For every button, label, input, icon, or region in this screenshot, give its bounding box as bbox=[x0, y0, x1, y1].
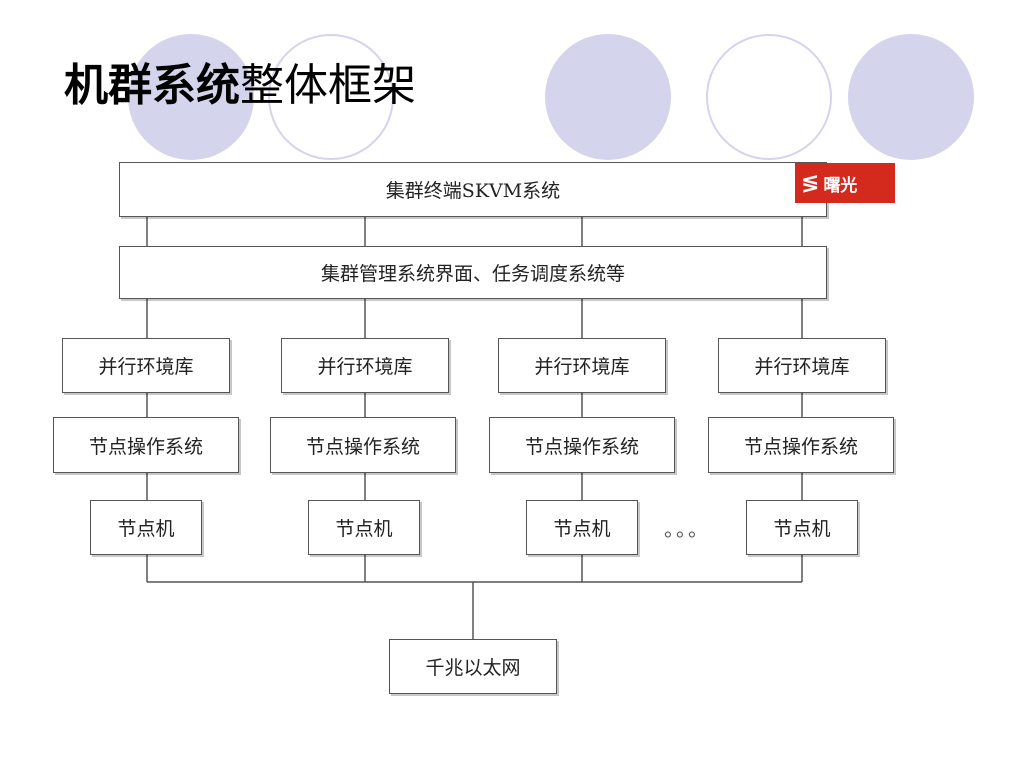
parallel-library-label: 并行环境库 bbox=[534, 356, 630, 378]
gigabit-ethernet-label: 千兆以太网 bbox=[425, 657, 521, 679]
compute-node-label: 节点机 bbox=[117, 518, 175, 540]
node-os-box: 节点操作系统 bbox=[489, 417, 675, 473]
compute-node-label: 节点机 bbox=[553, 518, 611, 540]
compute-node-box: 节点机 bbox=[308, 500, 420, 555]
parallel-library-box: 并行环境库 bbox=[718, 338, 886, 393]
skvm-terminal-box: 集群终端SKVM系统 bbox=[119, 162, 827, 217]
node-os-label: 节点操作系统 bbox=[305, 435, 420, 458]
node-os-box: 节点操作系统 bbox=[53, 417, 239, 473]
decor-circle bbox=[128, 34, 254, 160]
parallel-library-box: 并行环境库 bbox=[281, 338, 449, 393]
parallel-library-label: 并行环境库 bbox=[754, 356, 850, 378]
decor-circle bbox=[706, 34, 832, 160]
compute-node-label: 节点机 bbox=[773, 518, 831, 540]
node-os-box: 节点操作系统 bbox=[270, 417, 456, 473]
decor-circle bbox=[848, 34, 974, 160]
slide-title-bold: 机群系统 bbox=[64, 60, 240, 111]
node-os-label: 节点操作系统 bbox=[524, 435, 639, 458]
slide-title: 机群系统整体框架 bbox=[64, 64, 416, 108]
ellipsis-text: 。。。 bbox=[664, 517, 710, 541]
skvm-terminal-label: 集群终端SKVM系统 bbox=[385, 180, 561, 202]
compute-node-label: 节点机 bbox=[335, 518, 393, 540]
gigabit-ethernet-box: 千兆以太网 bbox=[389, 639, 557, 694]
compute-node-box: 节点机 bbox=[526, 500, 638, 555]
dawning-logo-icon: ≶曙光 bbox=[795, 163, 895, 203]
node-os-label: 节点操作系统 bbox=[743, 435, 858, 458]
node-os-box: 节点操作系统 bbox=[708, 417, 894, 473]
cluster-management-label: 集群管理系统界面、任务调度系统等 bbox=[320, 263, 625, 285]
slide-title-normal: 整体框架 bbox=[240, 60, 416, 111]
compute-node-box: 节点机 bbox=[746, 500, 858, 555]
parallel-library-box: 并行环境库 bbox=[498, 338, 666, 393]
compute-node-box: 节点机 bbox=[90, 500, 202, 555]
parallel-library-box: 并行环境库 bbox=[62, 338, 230, 393]
decor-circle bbox=[545, 34, 671, 160]
parallel-library-label: 并行环境库 bbox=[98, 356, 194, 378]
decor-circle bbox=[268, 34, 394, 160]
node-os-label: 节点操作系统 bbox=[88, 435, 203, 458]
cluster-management-box: 集群管理系统界面、任务调度系统等 bbox=[119, 246, 827, 299]
parallel-library-label: 并行环境库 bbox=[317, 356, 413, 378]
